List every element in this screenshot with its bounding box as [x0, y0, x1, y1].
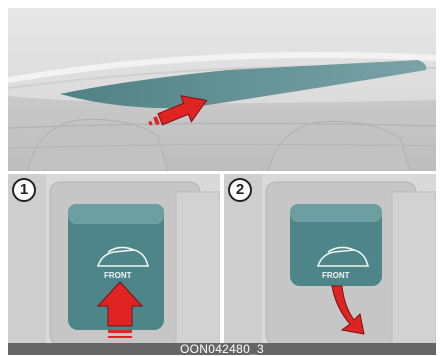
step-2-panel: FRONT 2: [224, 174, 436, 345]
illustration-figure: FRONT 1 FRONT: [8, 8, 436, 345]
switch-label: FRONT: [322, 271, 350, 280]
step-2-drawing: FRONT: [224, 174, 436, 345]
sunroof-ceiling-view: [8, 8, 436, 171]
switch-label: FRONT: [104, 271, 132, 280]
image-code-bar: OON042480_3: [8, 343, 436, 355]
image-code-label: OON042480_3: [8, 342, 436, 356]
step-1-panel: FRONT 1: [8, 174, 220, 345]
step-number-badge: 1: [12, 178, 36, 202]
step-1-drawing: FRONT: [8, 174, 220, 345]
step-number-badge: 2: [228, 178, 252, 202]
sunroof-ceiling-drawing: [8, 8, 436, 171]
